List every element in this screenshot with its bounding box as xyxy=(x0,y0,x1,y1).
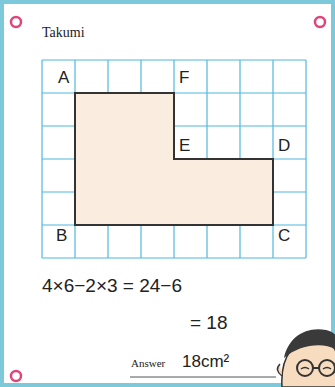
vertex-label: C xyxy=(277,227,291,244)
calculation: 4×6−2×3 = 24−6 xyxy=(42,276,182,295)
answer-tag: Answer xyxy=(131,358,165,369)
grid xyxy=(42,60,306,258)
answer-underline xyxy=(130,377,276,378)
grid-line xyxy=(42,59,306,60)
vertex-label: E xyxy=(178,137,191,154)
boy-face xyxy=(277,329,335,387)
grid-line xyxy=(42,257,306,258)
answer-value: 18cm² xyxy=(182,353,229,370)
ring-hole xyxy=(11,371,21,381)
vertex-label: F xyxy=(178,69,190,86)
vertex-label: B xyxy=(55,227,68,244)
calculation: = 18 xyxy=(190,313,228,332)
card-border xyxy=(2,2,333,385)
vertex-label: A xyxy=(57,69,70,86)
vertex-label: D xyxy=(277,137,291,154)
ring-hole xyxy=(11,17,21,27)
ring-hole xyxy=(315,17,325,27)
l-shape xyxy=(75,93,273,225)
student-name: Takumi xyxy=(42,26,85,40)
